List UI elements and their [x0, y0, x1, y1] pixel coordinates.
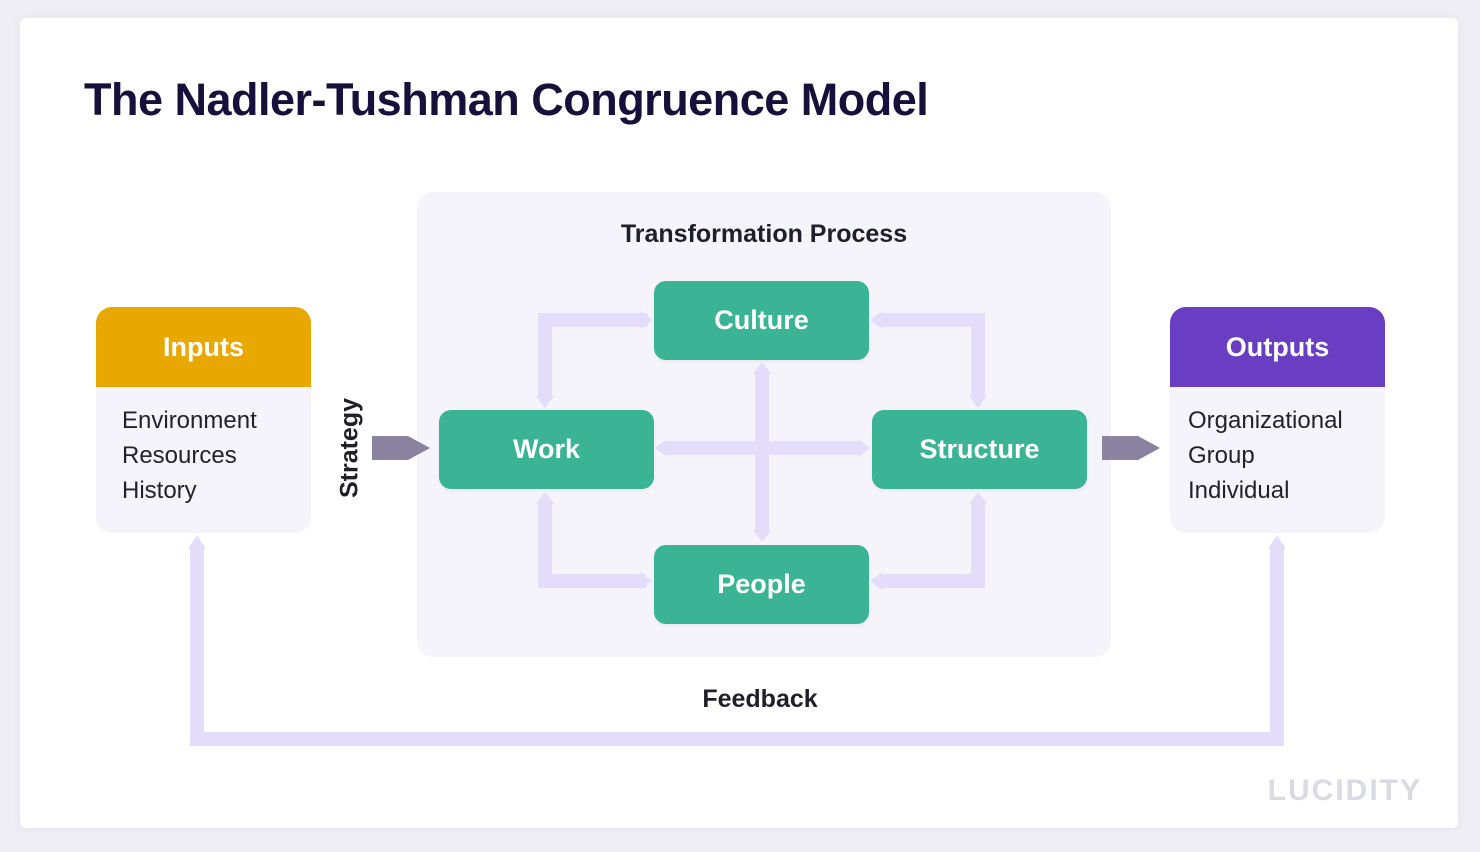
inputs-item: Environment — [122, 407, 257, 434]
feedback-loop — [188, 535, 1286, 746]
strategy-arrow — [372, 436, 430, 460]
connector-culture-work — [536, 311, 652, 408]
culture-node: Culture — [654, 281, 869, 360]
inputs-box: Inputs Environment Resources History — [96, 307, 311, 533]
inputs-item: History — [122, 477, 197, 504]
connector-culture-structure — [870, 311, 987, 408]
connector-work-structure — [655, 439, 870, 457]
strategy-label: Strategy — [335, 397, 364, 499]
outputs-box: Outputs Organizational Group Individual — [1170, 307, 1385, 533]
outputs-item: Organizational — [1188, 407, 1343, 434]
inputs-header: Inputs — [96, 307, 311, 387]
work-node: Work — [439, 410, 654, 489]
outputs-item: Group — [1188, 442, 1255, 469]
inputs-item: Resources — [122, 442, 237, 469]
transformation-title: Transformation Process — [620, 220, 908, 248]
connector-work-people — [536, 492, 652, 590]
outputs-header: Outputs — [1170, 307, 1385, 387]
output-arrow — [1102, 436, 1160, 460]
feedback-label: Feedback — [702, 685, 818, 713]
structure-node: Structure — [872, 410, 1087, 489]
inputs-list: Environment Resources History — [96, 387, 311, 508]
outputs-list: Organizational Group Individual — [1170, 387, 1385, 508]
people-node: People — [654, 545, 869, 624]
connector-structure-people — [870, 492, 987, 590]
brand-logo: LUCIDITY — [1267, 774, 1422, 807]
outputs-item: Individual — [1188, 477, 1290, 504]
page-title: The Nadler-Tushman Congruence Model — [84, 74, 929, 125]
